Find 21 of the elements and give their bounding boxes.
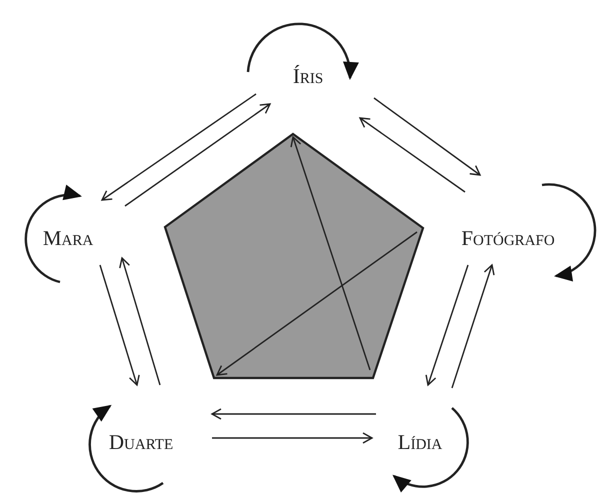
arrow xyxy=(212,432,373,444)
arrow xyxy=(451,264,495,388)
loop-arrow xyxy=(246,22,358,80)
loop-arrow xyxy=(88,404,164,492)
arrow xyxy=(211,408,376,420)
arrow xyxy=(359,117,466,193)
arrow xyxy=(374,97,481,176)
arrow xyxy=(425,264,469,386)
loop-arrow xyxy=(24,185,82,284)
arrow xyxy=(119,257,161,386)
loop-arrow xyxy=(392,407,469,492)
node-label: Íris xyxy=(276,53,340,99)
node-label: Duarte xyxy=(92,419,190,465)
node-label: Mara xyxy=(26,215,110,261)
pentagon-drawing xyxy=(164,132,424,380)
node-label: Fotógrafo xyxy=(445,215,571,261)
node-label: Lídia xyxy=(382,419,458,465)
arrow xyxy=(99,264,140,386)
arrow xyxy=(101,93,256,201)
arrow xyxy=(124,103,271,207)
loop-arrow xyxy=(542,183,596,280)
